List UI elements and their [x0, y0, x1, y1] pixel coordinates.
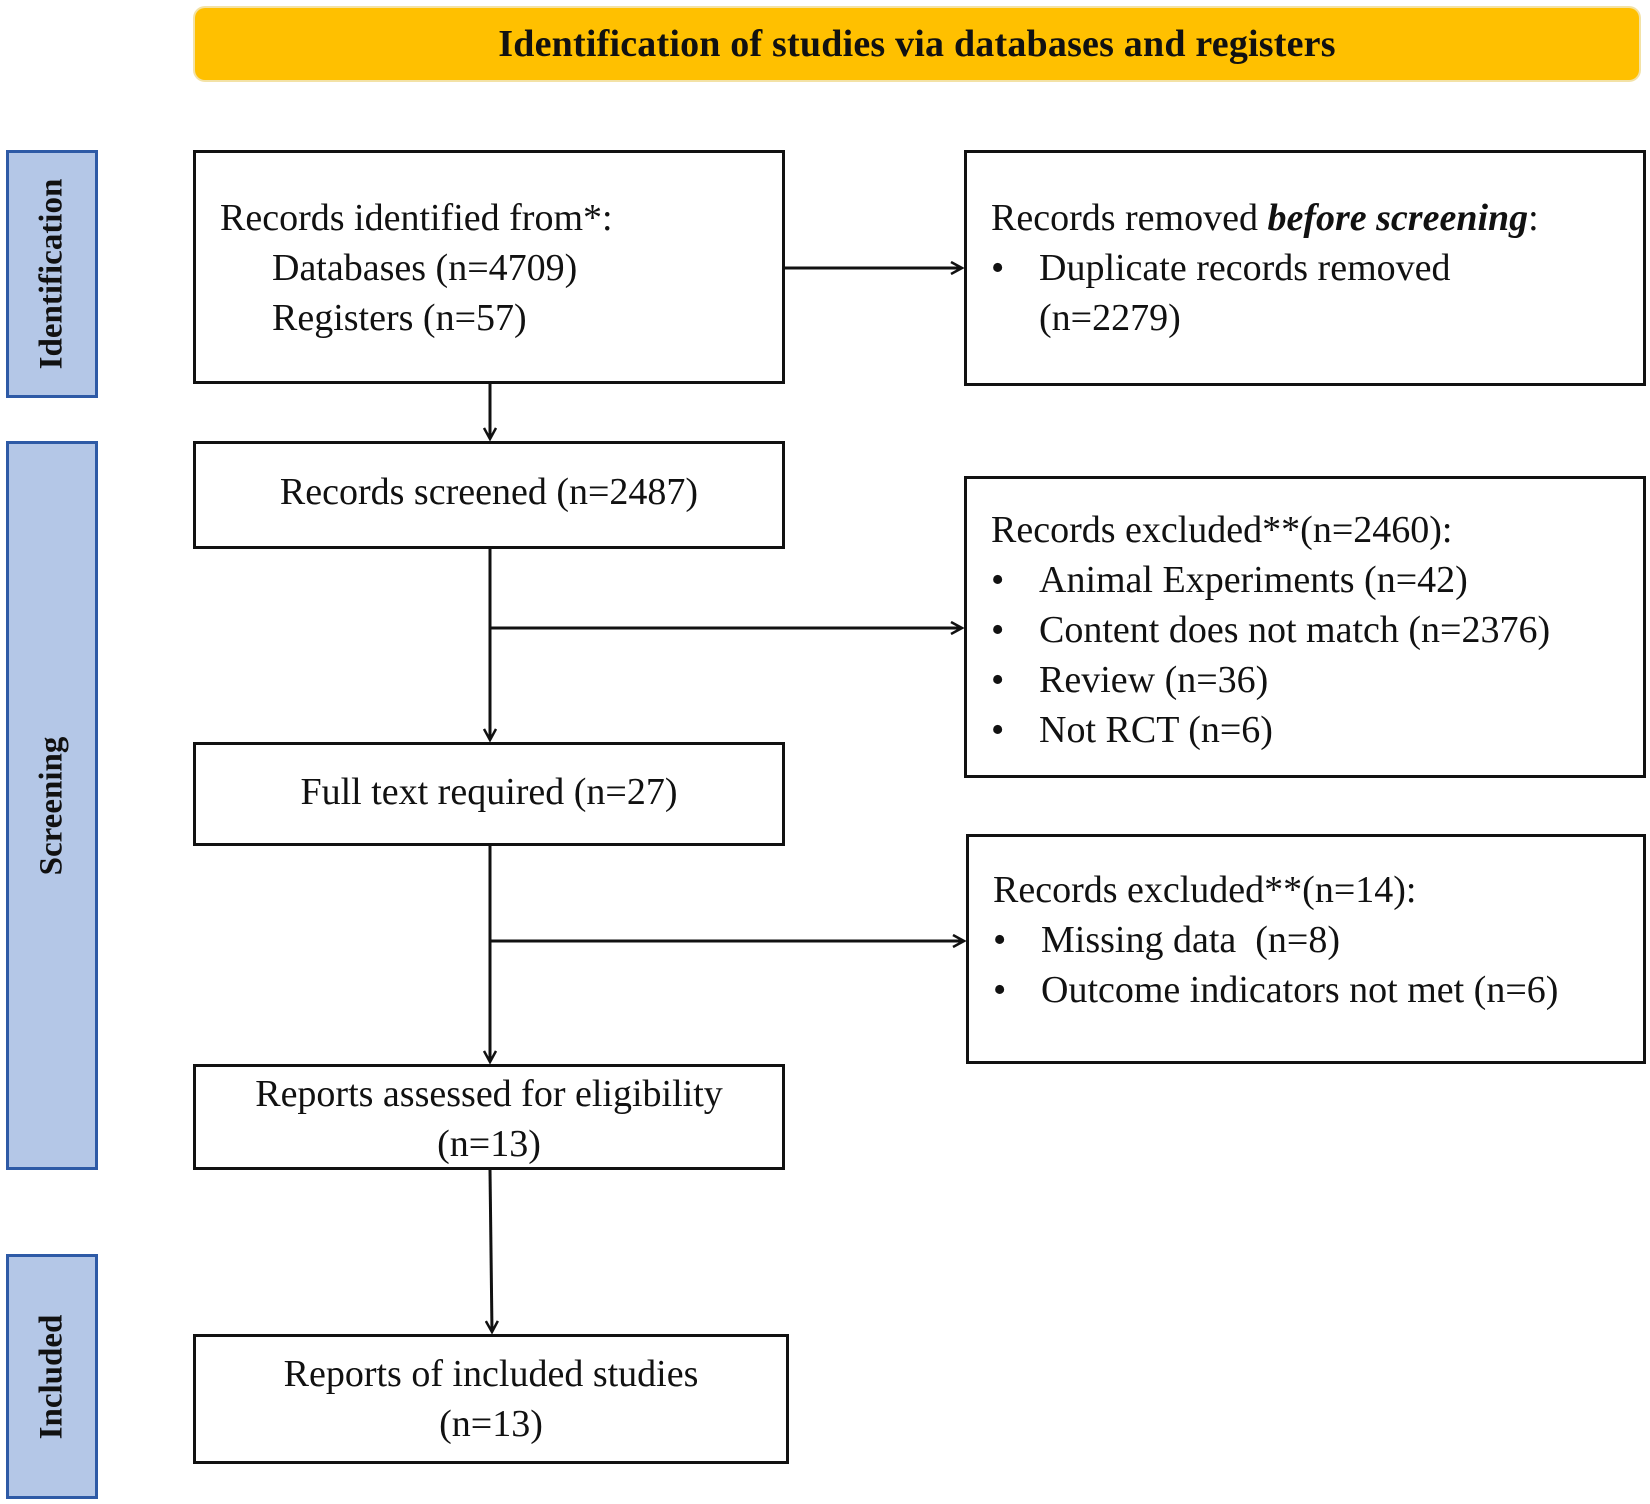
- records-excluded-box-2: Records excluded**(n=14): • Missing data …: [966, 834, 1646, 1064]
- records-removed-heading: Records removed before screening:: [991, 193, 1643, 243]
- bullet: •: [993, 919, 1007, 961]
- removed-item-line1: Duplicate records removed: [1039, 247, 1451, 289]
- removed-heading-emphasis: before screening: [1267, 197, 1529, 239]
- bullet: •: [993, 969, 1007, 1011]
- full-text-box: Full text required (n=27): [193, 742, 785, 846]
- list-item: • Content does not match (n=2376): [991, 605, 1643, 655]
- arrow-eligibility-to-included: [490, 1169, 492, 1332]
- excluded2-item: Missing data (n=8): [1041, 919, 1341, 961]
- registers-count: Registers (n=57): [272, 297, 527, 339]
- included-line2: (n=13): [439, 1403, 543, 1445]
- bullet: •: [991, 609, 1005, 651]
- databases-count: Databases (n=4709): [272, 247, 578, 289]
- removed-item-line2: (n=2279): [1039, 297, 1181, 339]
- records-identified-box: Records identified from*: Databases (n=4…: [193, 150, 785, 384]
- excluded2-item: Outcome indicators not met (n=6): [1041, 969, 1559, 1011]
- eligibility-line2: (n=13): [437, 1123, 541, 1165]
- phase-identification: Identification: [6, 150, 98, 398]
- excluded1-item: Animal Experiments (n=42): [1039, 559, 1468, 601]
- phase-included: Included: [6, 1254, 98, 1499]
- removed-heading-prefix: Records removed: [991, 197, 1268, 239]
- records-removed-box: Records removed before screening: • Dupl…: [964, 150, 1646, 386]
- records-excluded-box-1: Records excluded**(n=2460): • Animal Expe…: [964, 476, 1646, 778]
- eligibility-box: Reports assessed for eligibility (n=13): [193, 1064, 785, 1170]
- bullet: •: [991, 559, 1005, 601]
- removed-heading-suffix: :: [1528, 197, 1539, 239]
- bullet: •: [991, 659, 1005, 701]
- header-banner: Identification of studies via databases …: [195, 8, 1639, 80]
- bullet: •: [991, 709, 1005, 751]
- excluded1-item: Not RCT (n=6): [1039, 709, 1273, 751]
- excluded1-heading: Records excluded**(n=2460):: [991, 509, 1453, 551]
- list-item: • Outcome indicators not met (n=6): [993, 965, 1643, 1015]
- full-text-text: Full text required (n=27): [300, 771, 678, 813]
- records-screened-box: Records screened (n=2487): [193, 441, 785, 549]
- phase-screening: Screening: [6, 441, 98, 1170]
- eligibility-line1: Reports assessed for eligibility: [255, 1073, 723, 1115]
- records-screened-text: Records screened (n=2487): [279, 471, 699, 513]
- records-identified-heading: Records identified from*:: [220, 197, 613, 239]
- list-item: • Review (n=36): [991, 655, 1643, 705]
- list-item: • Missing data (n=8): [993, 915, 1643, 965]
- excluded1-item: Content does not match (n=2376): [1039, 609, 1551, 651]
- excluded2-heading: Records excluded**(n=14):: [993, 869, 1417, 911]
- list-item: • Not RCT (n=6): [991, 705, 1643, 755]
- included-studies-box: Reports of included studies (n=13): [193, 1334, 789, 1464]
- bullet: •: [991, 247, 1005, 289]
- list-item: • Animal Experiments (n=42): [991, 555, 1643, 605]
- included-line1: Reports of included studies: [283, 1353, 699, 1395]
- excluded1-item: Review (n=36): [1039, 659, 1269, 701]
- removed-item: • Duplicate records removed: [991, 243, 1643, 293]
- header-title: Identification of studies via databases …: [498, 23, 1336, 65]
